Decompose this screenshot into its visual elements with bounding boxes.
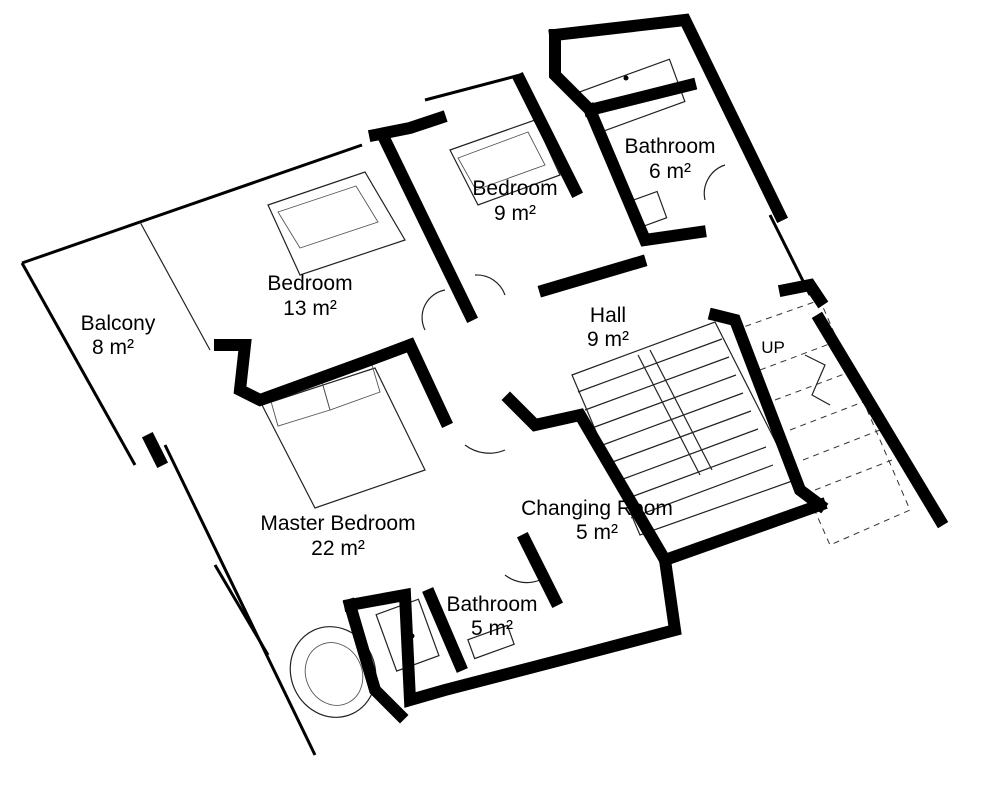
- bed-9-sheet: [457, 131, 546, 191]
- wall-north-east: [548, 13, 789, 224]
- shower-5: [375, 598, 440, 672]
- wall-changing-east: [501, 391, 674, 569]
- door-bedroom-9: [474, 274, 506, 296]
- window-bedroom-9: [424, 73, 521, 102]
- wall-bathroom-5-west: [342, 597, 409, 724]
- wall-stair-south: [657, 497, 828, 568]
- window-master-west: [163, 444, 317, 756]
- windows: [20, 73, 812, 756]
- wall-bathroom-5-div: [422, 587, 468, 673]
- bed-9: [449, 119, 561, 206]
- door-bathroom-5: [504, 574, 541, 584]
- bed-13: [267, 171, 406, 276]
- label-master-area: 22 m²: [311, 537, 365, 560]
- fixture-dot-1: [623, 75, 629, 81]
- wall-bed9-west: [376, 131, 479, 324]
- label-bathroom-6-name: Bathroom: [624, 135, 715, 158]
- wall-bath6-top: [582, 77, 698, 118]
- wall-bath6-north: [549, 29, 599, 119]
- stair-arrow: [804, 354, 831, 406]
- label-hall-name: Hall: [590, 304, 626, 327]
- wall-bed13-master: [214, 337, 453, 428]
- walls: [141, 13, 949, 724]
- door-bathroom-6: [703, 164, 726, 201]
- window-north-west: [21, 143, 363, 265]
- wall-bed9-south: [537, 254, 648, 298]
- label-hall-area: 9 m²: [587, 328, 629, 351]
- doors: [421, 164, 726, 584]
- label-bedroom-13-area: 13 m²: [283, 297, 337, 320]
- wall-stair-east: [811, 311, 949, 529]
- label-balcony-name: Balcony: [81, 312, 156, 335]
- wall-bed9-east: [511, 71, 584, 199]
- wall-changing-bath: [516, 531, 564, 609]
- label-changing-name: Changing Room: [521, 497, 673, 520]
- label-bedroom-13-name: Bedroom: [267, 272, 352, 295]
- label-bathroom-5-area: 5 m²: [471, 617, 513, 640]
- label-bathroom-5-name: Bathroom: [446, 593, 537, 616]
- door-bedroom-13: [421, 289, 446, 331]
- label-master-name: Master Bedroom: [260, 512, 415, 535]
- label-changing-area: 5 m²: [576, 521, 618, 544]
- label-stairs-up: UP: [761, 338, 785, 357]
- wall-hall-east: [777, 278, 829, 309]
- label-bathroom-6-area: 6 m²: [649, 160, 691, 183]
- balcony-rail: [20, 262, 137, 466]
- wall-bathroom-5: [343, 553, 682, 708]
- wall-stair-west: [707, 307, 829, 514]
- door-master: [464, 444, 506, 454]
- basin-5: [467, 624, 515, 660]
- label-bedroom-9-area: 9 m²: [494, 202, 536, 225]
- room-labels: Balcony 8 m² Bedroom 13 m² Bedroom 9 m² …: [81, 135, 785, 640]
- bathtub-inner: [304, 642, 364, 706]
- bathtub: [289, 626, 377, 718]
- label-balcony-area: 8 m²: [92, 336, 134, 359]
- stair-rail: [637, 354, 701, 476]
- master-bed: [261, 367, 426, 509]
- label-bedroom-9-name: Bedroom: [472, 177, 557, 200]
- wall-master-corner: [141, 431, 169, 469]
- wall-bath6-west: [582, 102, 707, 247]
- bed-13-sheet: [277, 185, 379, 249]
- wall-bed9-north: [367, 110, 448, 143]
